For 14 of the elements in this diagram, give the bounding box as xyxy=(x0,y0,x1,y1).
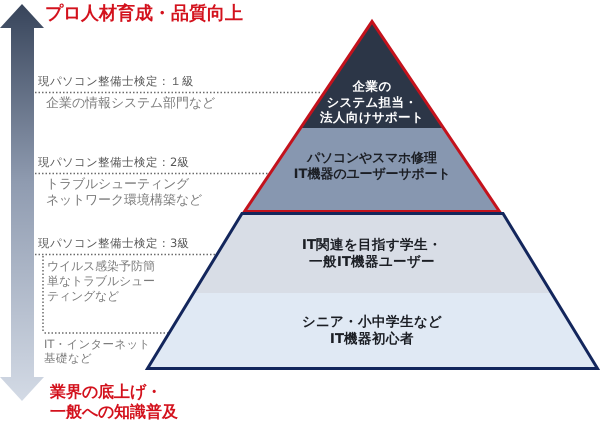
triangle-outline xyxy=(243,20,501,213)
target-description: 企業の情報システム部門など xyxy=(46,96,215,112)
tier-label: IT関連を目指す学生・一般IT機器ユーザー xyxy=(300,237,444,271)
tier-label: パソコンやスマホ修理IT機器のユーザーサポート xyxy=(292,150,452,184)
exam-level-label: 現パソコン整備士検定：１級 xyxy=(38,74,194,88)
target-description: IT・インターネット基礎など xyxy=(44,337,152,366)
tier-label: シニア・小中学生などIT機器初心者 xyxy=(301,314,443,348)
target-description: ウイルス感染予防簡単なトラブルシューティングなど xyxy=(47,259,156,304)
goal-heading: 業界の底上げ・一般への知識普及 xyxy=(50,382,179,422)
goal-heading: プロ人材育成・品質向上 xyxy=(45,3,243,26)
target-description: トラブルシューティングネットワーク環境構築など xyxy=(46,177,203,210)
exam-level-label: 現パソコン整備士検定：3級 xyxy=(38,236,190,250)
exam-level-label: 現パソコン整備士検定：2級 xyxy=(38,155,190,170)
tier-label: 企業のシステム担当・法人向けサポート xyxy=(320,78,424,126)
